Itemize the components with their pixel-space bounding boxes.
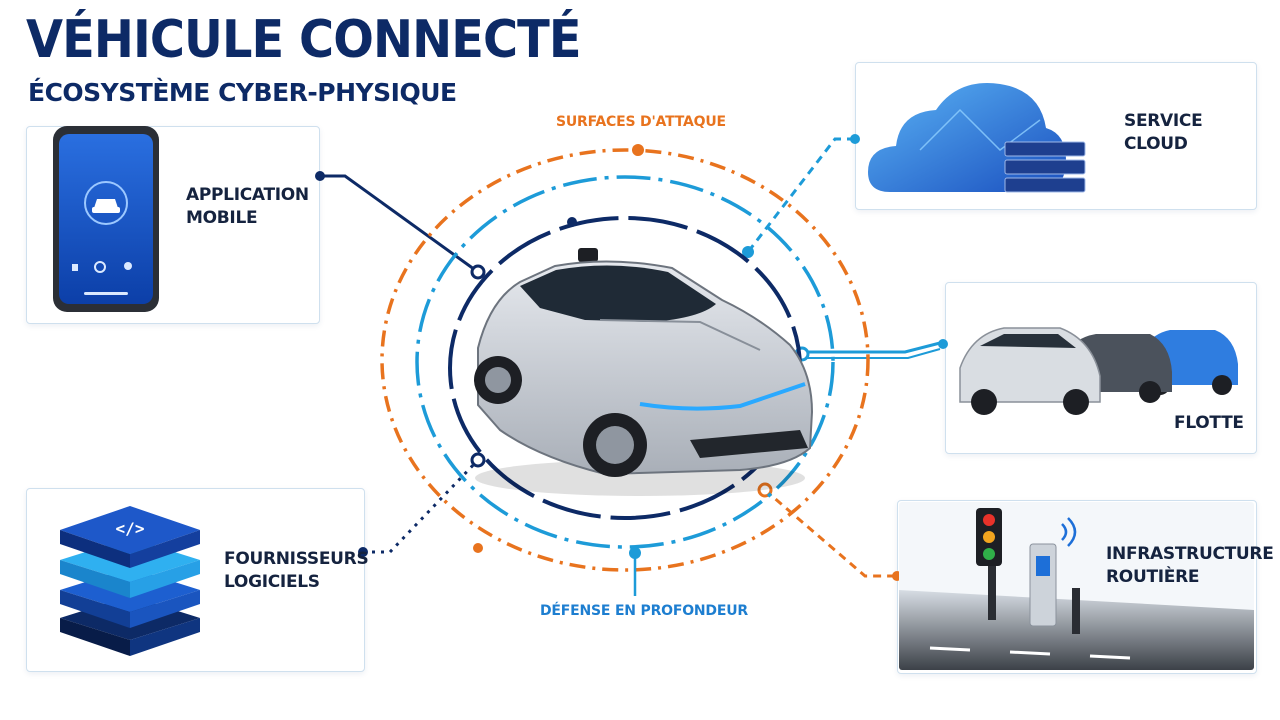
fleet-cars-icon <box>959 327 1238 415</box>
software-label: FOURNISSEURS LOGICIELS <box>224 549 369 592</box>
connector-infrastructure <box>757 482 902 581</box>
traffic-light-icon <box>899 502 1254 670</box>
infrastructure-label: INFRASTRUCTURE ROUTIÈRE <box>1106 544 1274 587</box>
attack-surfaces-label: SURFACES D'ATTAQUE <box>556 114 726 130</box>
smartphone-car-icon <box>53 126 159 312</box>
ring-attack-surfaces <box>380 144 870 572</box>
defense-in-depth-label: DÉFENSE EN PROFONDEUR <box>540 603 748 619</box>
connector-software <box>358 452 486 557</box>
page-subtitle: ÉCOSYSTÈME CYBER-PHYSIQUE <box>28 78 457 107</box>
cloud-server-icon <box>868 83 1086 193</box>
connector-cloud <box>742 134 860 258</box>
code-stack-icon: </> <box>60 506 200 656</box>
svg-text:</>: </> <box>116 519 145 538</box>
connector-fleet <box>794 339 948 362</box>
connector-mobile <box>315 171 486 280</box>
mobile-app-label: APPLICATION MOBILE <box>186 185 309 228</box>
fleet-label: FLOTTE <box>1174 413 1244 433</box>
cloud-label: SERVICE CLOUD <box>1124 111 1203 154</box>
page-title: VÉHICULE CONNECTÉ <box>26 10 582 70</box>
connected-car-icon <box>474 248 814 496</box>
